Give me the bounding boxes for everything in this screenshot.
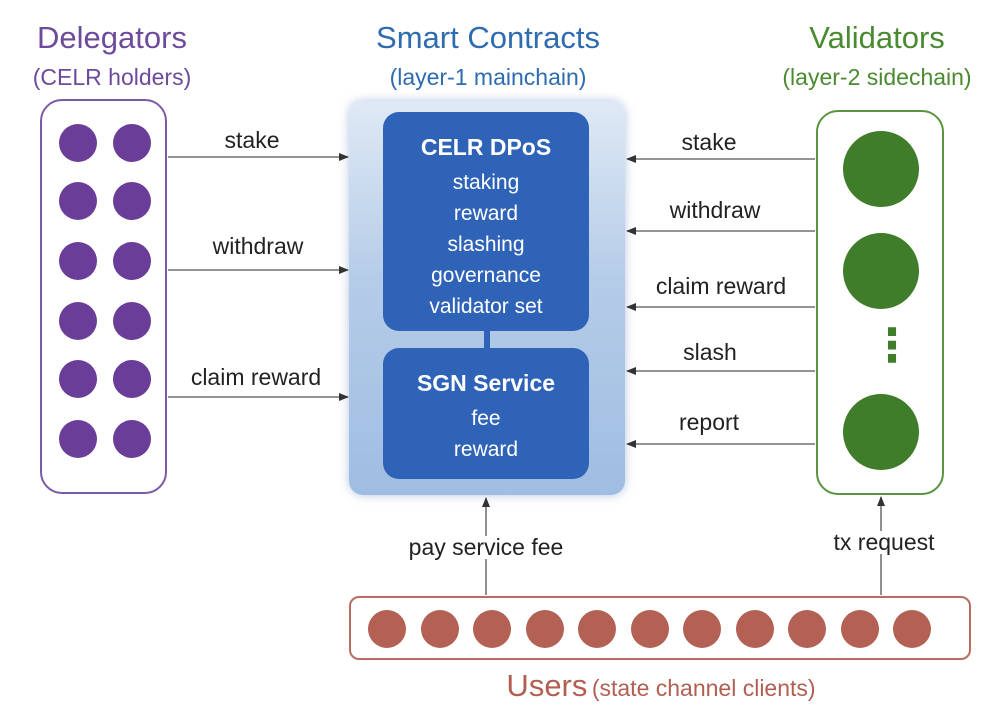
delegator-dot — [113, 124, 151, 162]
dpos-title: CELR DPoS — [420, 134, 552, 160]
label-delegator-withdraw: withdraw — [212, 233, 304, 259]
user-dot — [841, 610, 879, 648]
label-delegator-stake: stake — [224, 127, 280, 153]
delegator-dot — [113, 182, 151, 220]
user-dot — [526, 610, 564, 648]
label-validator-withdraw: withdraw — [669, 197, 761, 223]
delegator-dot — [59, 302, 97, 340]
validators-title: Validators — [809, 20, 945, 55]
module-connector — [484, 330, 490, 350]
user-dot — [473, 610, 511, 648]
dpos-item-validator-set: validator set — [429, 295, 543, 318]
validator-node-3 — [843, 394, 919, 470]
label-delegator-claim-reward: claim reward — [190, 364, 322, 390]
dpos-item-staking: staking — [452, 171, 520, 194]
user-dot — [736, 610, 774, 648]
users-subtitle: (state channel clients) — [591, 675, 816, 701]
delegator-dot — [59, 182, 97, 220]
label-validator-claim-reward: claim reward — [655, 273, 787, 299]
user-dot — [788, 610, 826, 648]
dpos-item-governance: governance — [431, 264, 541, 287]
label-pay-service-fee: pay service fee — [406, 534, 566, 560]
delegators-subtitle: (CELR holders) — [32, 64, 192, 90]
delegator-dot — [59, 360, 97, 398]
delegator-dot — [59, 242, 97, 280]
user-dot — [683, 610, 721, 648]
delegator-dot — [59, 420, 97, 458]
user-dot — [578, 610, 616, 648]
sgn-title: SGN Service — [416, 370, 556, 396]
validators-subtitle: (layer-2 sidechain) — [782, 64, 972, 90]
sgn-item-fee: fee — [471, 407, 501, 430]
user-dot — [368, 610, 406, 648]
users-caption: Users (state channel clients) — [506, 670, 815, 701]
user-dot — [631, 610, 669, 648]
dpos-item-reward: reward — [453, 202, 519, 225]
user-dot — [421, 610, 459, 648]
dpos-module: CELR DPoS staking reward slashing govern… — [383, 112, 589, 331]
label-validator-slash: slash — [683, 339, 737, 365]
delegator-dot — [113, 360, 151, 398]
label-tx-request: tx request — [831, 529, 937, 555]
delegator-dot — [113, 302, 151, 340]
delegator-dot — [59, 124, 97, 162]
label-validator-stake: stake — [681, 129, 737, 155]
delegator-dot — [113, 420, 151, 458]
label-validator-report: report — [678, 409, 740, 435]
delegator-dot — [113, 242, 151, 280]
validators-ellipsis: ⋮ — [869, 319, 915, 371]
validator-node-1 — [843, 131, 919, 207]
sgn-item-reward: reward — [453, 438, 519, 461]
contracts-title: Smart Contracts — [376, 20, 600, 55]
dpos-item-slashing: slashing — [447, 233, 525, 256]
validator-node-2 — [843, 233, 919, 309]
users-title: Users — [506, 668, 588, 703]
delegators-title: Delegators — [37, 20, 187, 55]
contracts-subtitle: (layer-1 mainchain) — [389, 64, 587, 90]
sgn-module: SGN Service fee reward — [383, 348, 589, 479]
user-dot — [893, 610, 931, 648]
